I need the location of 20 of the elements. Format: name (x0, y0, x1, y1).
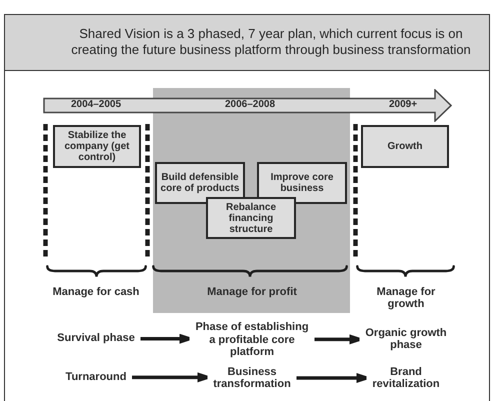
phase-label: Business transformation (212, 366, 292, 390)
phase-label: Survival phase (56, 332, 136, 344)
strategy-box: Rebalance financing structure (206, 197, 296, 239)
phase-label: Organic growth phase (364, 326, 448, 352)
phase-label: Phase of establishing a profitable core platform (194, 321, 310, 358)
year-label: 2006–2008 (224, 99, 276, 112)
management-focus-label: Manage for profit (206, 286, 298, 298)
year-label: 2004–2005 (70, 99, 122, 112)
strategy-box: Stabilize the company (get control) (53, 125, 141, 168)
strategy-box: Improve core business (257, 162, 347, 204)
strategy-box: Growth (361, 125, 449, 168)
strategy-box: Build defensible core of products (155, 162, 245, 204)
phase-label: Turnaround (65, 370, 127, 383)
year-label: 2009+ (388, 99, 418, 112)
phase-label: Brand revitalization (372, 366, 440, 390)
management-focus-label: Manage for cash (52, 286, 140, 298)
timeline-arrow (43, 89, 452, 122)
highlight-band (153, 88, 350, 313)
title: Shared Vision is a 3 phased, 7 year plan, which current focus is on creating the future business platform through business transformation (70, 26, 472, 58)
management-focus-label: Manage for growth (376, 286, 436, 310)
